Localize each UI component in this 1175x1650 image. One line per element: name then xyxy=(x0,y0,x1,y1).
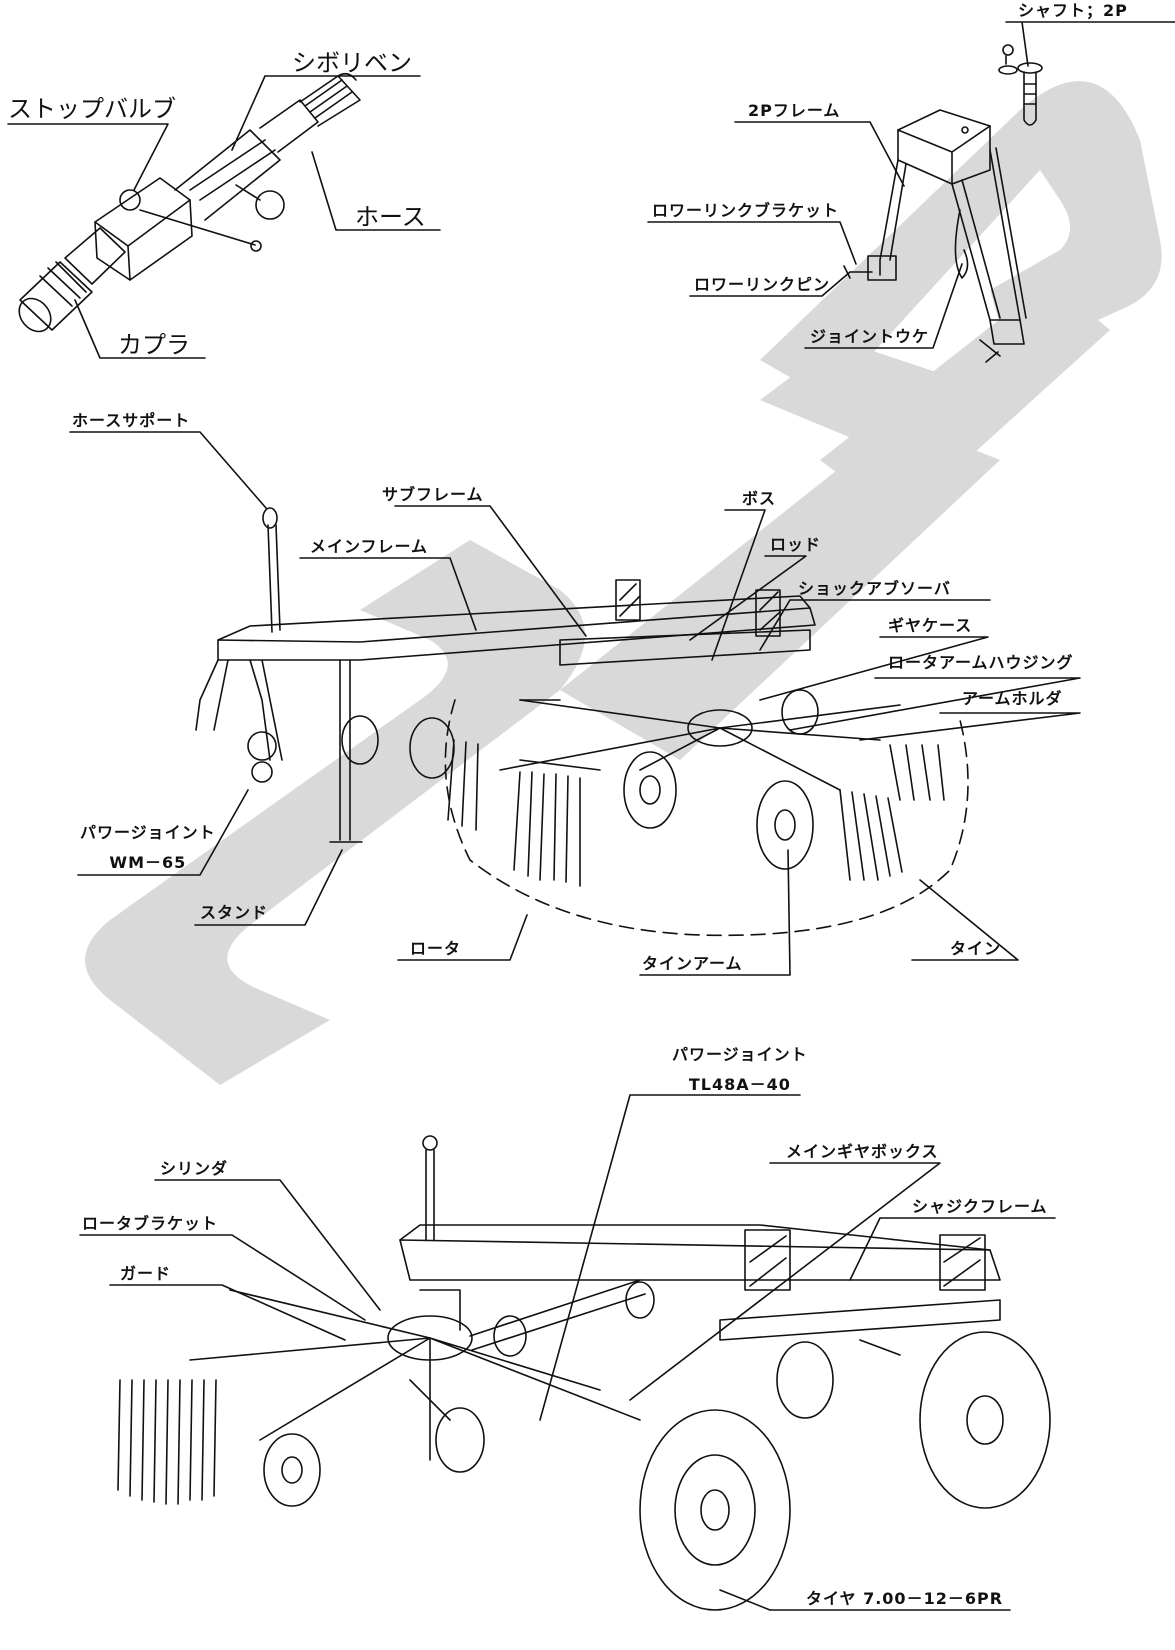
label-tine-arm: タインアーム xyxy=(642,954,743,973)
rake-top-drawing xyxy=(69,431,1081,976)
label-hose: ホース xyxy=(355,203,426,231)
label-joint-holder: ジョイントウケ xyxy=(810,327,930,346)
label-boss: ボス xyxy=(742,489,777,508)
label-arm-holder: アームホルダ xyxy=(962,689,1063,708)
label-hose-support: ホースサポート xyxy=(72,411,191,430)
label-stand: スタンド xyxy=(200,903,269,922)
label-main-frame: メインフレーム xyxy=(310,537,429,556)
rake-bottom-drawing xyxy=(79,1094,1056,1611)
label-rotor-bracket: ロータブラケット xyxy=(82,1214,219,1233)
label-chassis-frame: シャジクフレーム xyxy=(912,1197,1048,1216)
label-cylinder: シリンダ xyxy=(160,1159,229,1178)
label-stop-valve: ストップバルブ xyxy=(8,95,176,123)
label-gear-case: ギヤケース xyxy=(888,616,973,635)
label-rotor: ロータ xyxy=(410,939,462,958)
label-2p-frame: 2Pフレーム xyxy=(748,101,841,120)
label-throttle-valve: シボリベン xyxy=(292,49,412,77)
label-sub-frame: サブフレーム xyxy=(382,485,484,504)
power-joint-wm65-name: パワージョイント xyxy=(80,823,216,842)
power-joint-tl48a-name: パワージョイント xyxy=(672,1045,808,1064)
label-shock-absorber: ショックアブソーバ xyxy=(798,579,951,598)
valve-assembly-drawing xyxy=(7,72,441,359)
label-shaft-2p: シャフト；2P xyxy=(1018,1,1128,20)
power-joint-wm65-model: WM－65 xyxy=(109,853,187,872)
label-main-gearbox: メインギヤボックス xyxy=(786,1142,939,1161)
power-joint-tl48a-model: TL48A－40 xyxy=(688,1075,791,1094)
label-lower-link-bracket: ロワーリンクブラケット xyxy=(652,201,840,220)
label-rod: ロッド xyxy=(770,535,822,554)
label-lower-link-pin: ロワーリンクピン xyxy=(694,275,831,294)
label-rotor-arm-housing: ロータアームハウジング xyxy=(888,653,1074,672)
label-tine: タイン xyxy=(950,939,1002,958)
label-coupler: カプラ xyxy=(118,331,190,359)
frame-2p-drawing xyxy=(647,21,1175,363)
label-power-joint-tl48a: パワージョイント TL48A－40 xyxy=(672,1040,808,1100)
label-tire: タイヤ 7.00－12－6PR xyxy=(806,1589,1004,1608)
label-guard: ガード xyxy=(120,1264,172,1283)
label-power-joint-wm65: パワージョイント WM－65 xyxy=(80,818,216,878)
